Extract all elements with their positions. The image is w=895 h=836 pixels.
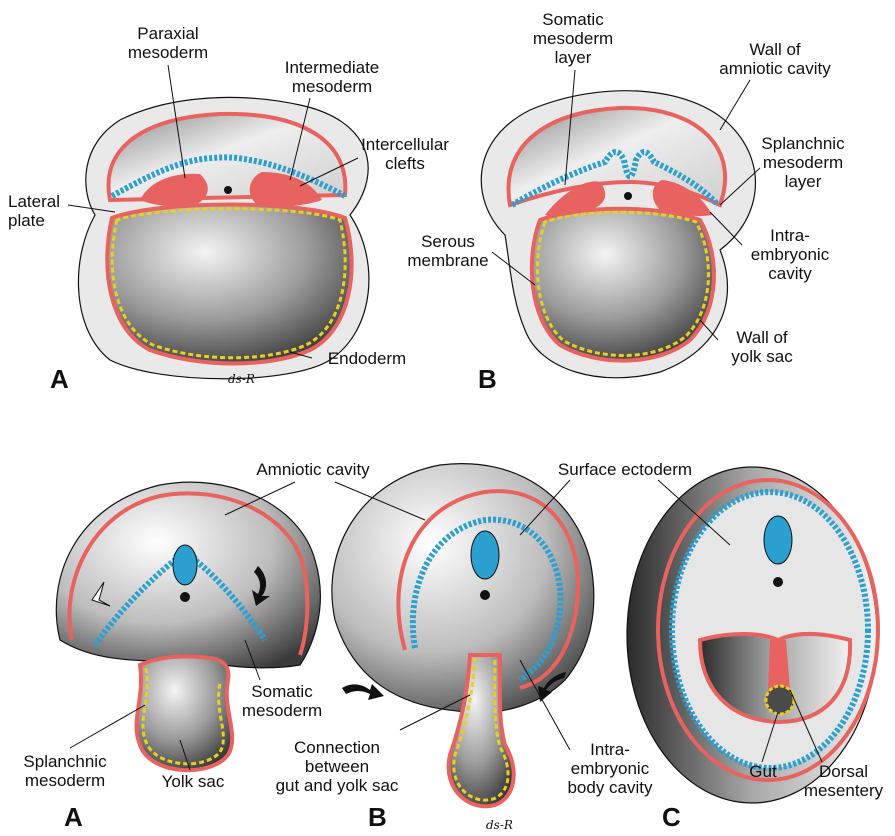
bottom-b-notochord <box>480 590 490 600</box>
top-b-notochord <box>624 192 632 200</box>
leader-amniotic-wall <box>720 80 750 130</box>
label-splanchnic-mesoderm-layer: Splanchnic mesoderm layer <box>748 134 858 191</box>
bottom-c-neural-tube <box>764 516 792 564</box>
leader-splanchnic <box>70 705 145 748</box>
label-gut: Gut <box>738 762 788 781</box>
label-wall-amniotic-cavity: Wall of amniotic cavity <box>700 40 850 78</box>
label-intermediate-mesoderm: Intermediate mesoderm <box>262 58 402 96</box>
label-surface-ectoderm: Surface ectoderm <box>545 460 705 479</box>
top-a-notochord <box>224 186 232 194</box>
bottom-b-outer-shell <box>332 464 594 713</box>
bottom-b-arrow-left <box>342 684 384 700</box>
label-intra-embryonic-cavity: Intra- embryonic cavity <box>740 226 840 283</box>
bottom-panel-a-label: A <box>64 802 83 833</box>
top-panel-b-label: B <box>478 364 497 395</box>
label-intra-embryonic-body-cavity: Intra- embryonic body cavity <box>555 740 665 797</box>
label-somatic-mesoderm: Somatic mesoderm <box>232 682 332 720</box>
bottom-panel-b-label: B <box>368 802 387 833</box>
label-wall-yolk-sac: Wall of yolk sac <box>712 328 812 366</box>
bottom-b-neural-tube <box>471 531 499 579</box>
bottom-a-embryo <box>56 482 320 770</box>
label-yolk-sac: Yolk sac <box>148 772 238 791</box>
label-serous-membrane: Serous membrane <box>398 232 498 270</box>
label-somatic-mesoderm-layer: Somatic mesoderm layer <box>518 10 628 67</box>
bottom-signature: ds-R <box>486 818 513 832</box>
top-signature: ds-R <box>228 372 255 386</box>
label-paraxial-mesoderm: Paraxial mesoderm <box>103 24 233 62</box>
label-splanchnic-mesoderm: Splanchnic mesoderm <box>10 752 120 790</box>
label-lateral-plate: Lateral plate <box>8 192 78 230</box>
label-endoderm: Endoderm <box>312 349 422 368</box>
bottom-c-notochord <box>773 577 783 587</box>
top-a-embryo <box>78 97 368 378</box>
bottom-panel-c-label: C <box>662 802 681 833</box>
top-panel-a-label: A <box>50 364 69 395</box>
label-intercellular-clefts: Intercellular clefts <box>340 135 470 173</box>
label-dorsal-mesentery: Dorsal mesentery <box>796 762 891 800</box>
bottom-a-notochord <box>180 592 190 602</box>
label-amniotic-cavity: Amniotic cavity <box>238 460 388 479</box>
label-connection: Connection between gut and yolk sac <box>262 738 412 795</box>
bottom-a-neural-tube <box>173 545 197 585</box>
